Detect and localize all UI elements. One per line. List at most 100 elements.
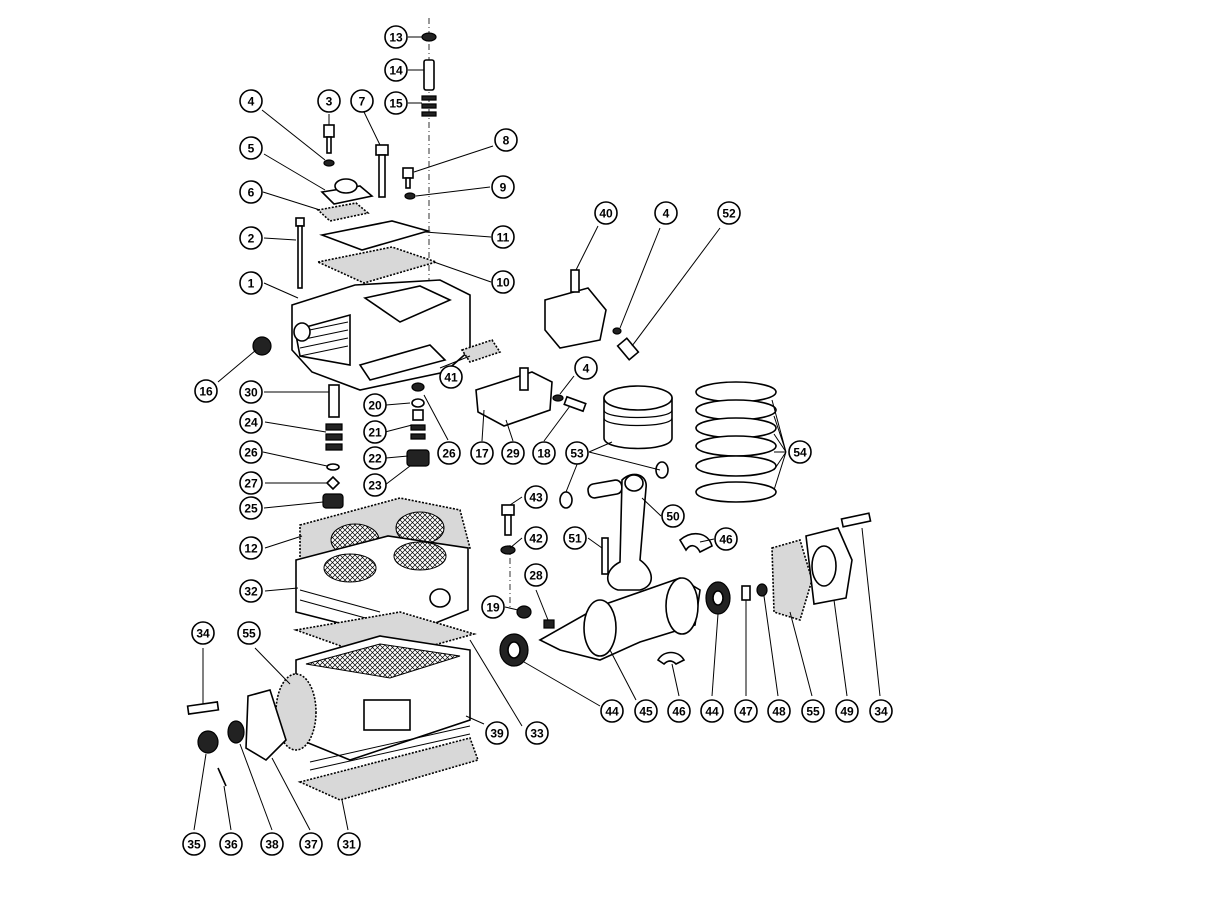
callout-11: 11 [491,225,515,249]
callout-circle [239,410,263,434]
callout-circle [317,89,341,113]
callout-27: 27 [239,471,263,495]
callout-circle [491,225,515,249]
callout-14: 14 [384,58,408,82]
callout-50: 50 [661,504,685,528]
callout-circle [239,226,263,250]
callout-circle [470,441,494,465]
callout-4: 4 [654,201,678,225]
callout-number: 30 [244,386,258,400]
callout-13: 13 [384,25,408,49]
callout-circle [437,441,461,465]
callout-circle [239,136,263,160]
callout-number: 47 [739,705,753,719]
callout-35: 35 [182,832,206,856]
callout-2: 2 [239,226,263,250]
callout-number: 4 [663,207,670,221]
callout-number: 29 [506,447,520,461]
callout-number: 51 [568,532,582,546]
callout-circle [524,485,548,509]
callout-number: 27 [244,477,258,491]
callout-circle [525,721,549,745]
callout-53: 53 [565,441,589,465]
callout-55: 55 [237,621,261,645]
callout-4: 4 [239,89,263,113]
callout-6: 6 [239,180,263,204]
callout-number: 5 [248,142,255,156]
callout-number: 20 [368,399,382,413]
callout-circle [363,393,387,417]
callout-circle [714,527,738,551]
callout-38: 38 [260,832,284,856]
callout-circle [337,832,361,856]
callout-number: 3 [326,95,333,109]
callout-number: 9 [500,181,507,195]
callout-circle [491,270,515,294]
callout-number: 12 [244,542,258,556]
callout-circle [491,175,515,199]
callout-circle [667,699,691,723]
callout-number: 34 [196,627,210,641]
callout-circle [299,832,323,856]
callout-52: 52 [717,201,741,225]
callout-circle [600,699,624,723]
callout-circle [239,536,263,560]
callout-number: 25 [244,502,258,516]
callout-circle [788,440,812,464]
callout-circle [532,441,556,465]
callout-number: 40 [599,207,613,221]
callout-circle [219,832,243,856]
callout-number: 18 [537,447,551,461]
callout-8: 8 [494,128,518,152]
callout-44: 44 [700,699,724,723]
callout-circle [654,201,678,225]
callout-55: 55 [801,699,825,723]
callout-34: 34 [191,621,215,645]
callout-number: 26 [442,447,456,461]
callout-circle [191,621,215,645]
callout-26: 26 [239,440,263,464]
callout-number: 15 [389,97,403,111]
callout-number: 7 [359,95,366,109]
callout-circle [239,440,263,464]
callout-number: 10 [496,276,510,290]
callout-number: 28 [529,569,543,583]
callout-circle [363,446,387,470]
callout-5: 5 [239,136,263,160]
callout-circle [594,201,618,225]
callout-number: 19 [486,601,500,615]
callout-40: 40 [594,201,618,225]
callout-circle [239,89,263,113]
callout-circle [835,699,859,723]
callout-7: 7 [350,89,374,113]
callout-25: 25 [239,496,263,520]
callout-46: 46 [667,699,691,723]
callout-number: 41 [444,371,458,385]
callout-number: 42 [529,532,543,546]
callout-15: 15 [384,91,408,115]
callout-number: 23 [368,479,382,493]
callout-number: 32 [244,585,258,599]
callout-number: 2 [248,232,255,246]
callout-21: 21 [363,420,387,444]
callout-29: 29 [501,441,525,465]
callout-number: 16 [199,385,213,399]
callout-circle [239,180,263,204]
callout-22: 22 [363,446,387,470]
callout-number: 36 [224,838,238,852]
callout-circle [494,128,518,152]
callout-47: 47 [734,699,758,723]
callout-number: 49 [840,705,854,719]
callout-circle [237,621,261,645]
callout-34: 34 [869,699,893,723]
callout-circle [182,832,206,856]
callout-18: 18 [532,441,556,465]
parts-illustration [186,18,872,801]
callout-number: 46 [719,533,733,547]
callout-circle [384,91,408,115]
callout-circle [661,504,685,528]
callout-16: 16 [194,379,218,403]
callout-number: 34 [874,705,888,719]
